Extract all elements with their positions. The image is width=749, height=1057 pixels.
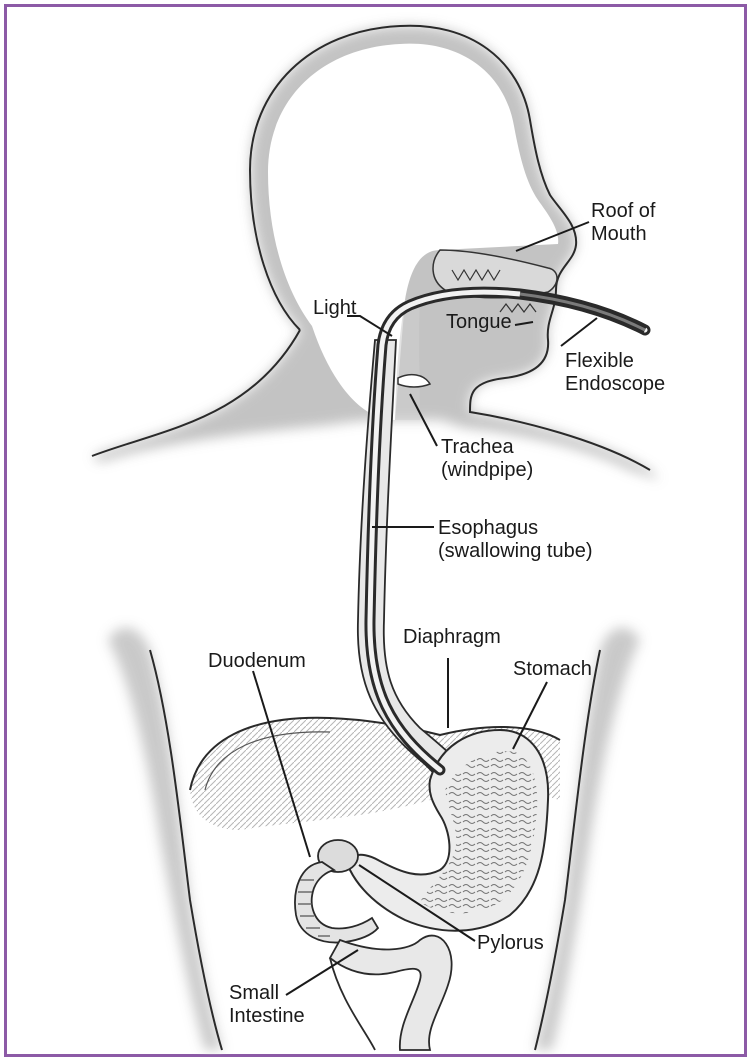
label-flexible-endoscope: Flexible Endoscope [565, 350, 665, 396]
label-tongue: Tongue [446, 311, 512, 334]
label-duodenum: Duodenum [208, 650, 306, 673]
label-stomach: Stomach [513, 658, 592, 681]
label-flexible-endoscope-line2: Endoscope [565, 373, 665, 396]
label-light: Light [313, 297, 356, 320]
small-intestine [330, 936, 452, 1050]
leader-flexible-endoscope [561, 318, 597, 346]
label-pylorus: Pylorus [477, 932, 544, 955]
label-roof-of-mouth-line1: Roof of [591, 200, 655, 223]
label-small-intestine: Small Intestine [229, 982, 305, 1028]
label-esophagus-line2: (swallowing tube) [438, 540, 593, 563]
label-trachea-line1: Trachea [441, 436, 533, 459]
label-esophagus-line1: Esophagus [438, 517, 593, 540]
label-trachea: Trachea (windpipe) [441, 436, 533, 482]
label-diaphragm: Diaphragm [403, 626, 501, 649]
label-esophagus: Esophagus (swallowing tube) [438, 517, 593, 563]
label-small-intestine-line1: Small [229, 982, 305, 1005]
label-roof-of-mouth-line2: Mouth [591, 223, 655, 246]
label-trachea-line2: (windpipe) [441, 459, 533, 482]
label-flexible-endoscope-line1: Flexible [565, 350, 665, 373]
label-small-intestine-line2: Intestine [229, 1005, 305, 1028]
label-roof-of-mouth: Roof of Mouth [591, 200, 655, 246]
